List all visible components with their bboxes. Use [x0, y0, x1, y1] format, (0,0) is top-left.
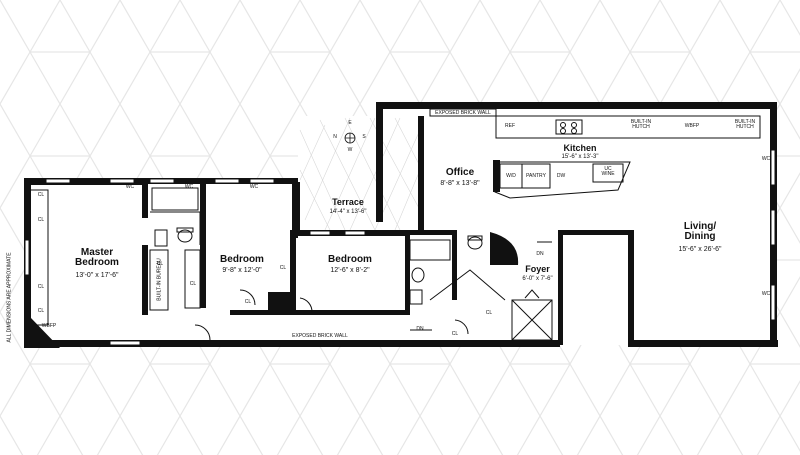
closet-label: CL	[37, 308, 45, 314]
wc-label: WC	[184, 184, 194, 190]
wbfp-kitchen-label: WBFP	[684, 123, 700, 129]
compass-w: W	[347, 147, 353, 153]
dn-hall-label: DN	[416, 326, 424, 332]
closet-label: CL	[279, 265, 287, 271]
closet-label: CL	[156, 261, 164, 267]
closet-label: CL	[37, 284, 45, 290]
closet-label: CL	[485, 310, 493, 316]
master-bedroom-dims: 13'-0" x 17'-6"	[75, 272, 119, 279]
compass-e: E	[348, 120, 352, 126]
closet-label: CL	[37, 192, 45, 198]
closet-label: CL	[244, 299, 252, 305]
exposed-brick-label-bottom: EXPOSED BRICK WALL	[292, 333, 348, 339]
closet-label: CL	[189, 281, 197, 287]
dn-foyer-label: DN	[536, 251, 544, 257]
living-dining-name: Living/ Dining	[683, 221, 717, 242]
wc-label: WC	[249, 184, 259, 190]
foyer-dims: 6'-0" x 7'-6"	[522, 276, 553, 282]
compass-s: S	[362, 134, 366, 140]
pantry-label: PANTRY	[526, 173, 546, 179]
kitchen-name: Kitchen	[563, 143, 597, 153]
exposed-brick-label-top: EXPOSED BRICK WALL	[435, 110, 491, 116]
bedroom-2-name: Bedroom	[328, 254, 372, 265]
closet-label: CL	[451, 331, 459, 337]
kitchen-dims: 15'-6" x 13'-3"	[561, 154, 599, 160]
dw-label: DW	[556, 173, 566, 179]
compass-rose	[344, 132, 356, 144]
bedroom-1-name: Bedroom	[220, 254, 264, 265]
office-name: Office	[445, 167, 475, 178]
bedroom-1-dims: 9'-8" x 12'-0"	[222, 267, 262, 274]
terrace-name: Terrace	[332, 197, 364, 207]
ref-label: REF	[505, 123, 515, 129]
wc-label: WC	[761, 291, 771, 297]
wbfp-master-label: WBFP	[41, 323, 57, 329]
living-dining-dims: 15'-6" x 26'-6"	[678, 246, 722, 253]
closet-label: CL	[37, 217, 45, 223]
master-bedroom-name: Master Bedroom	[75, 247, 119, 268]
foyer-name: Foyer	[525, 264, 550, 274]
terrace-dims: 14'-4" x 13'-6"	[329, 209, 367, 215]
disclaimer-label: ALL DIMENSIONS ARE APPROXIMATE	[6, 252, 13, 343]
bedroom-2-dims: 12'-6" x 8'-2"	[330, 267, 370, 274]
wc-label: WC	[761, 156, 771, 162]
wc-label: WC	[125, 184, 135, 190]
built-in-bureau-label: BUILT-IN BUREAU	[156, 258, 163, 301]
compass-n: N	[333, 134, 337, 140]
office-dims: 8'-8" x 13'-8"	[440, 180, 480, 187]
terrace-tiles	[299, 117, 423, 231]
wd-label: W/D	[506, 173, 516, 179]
